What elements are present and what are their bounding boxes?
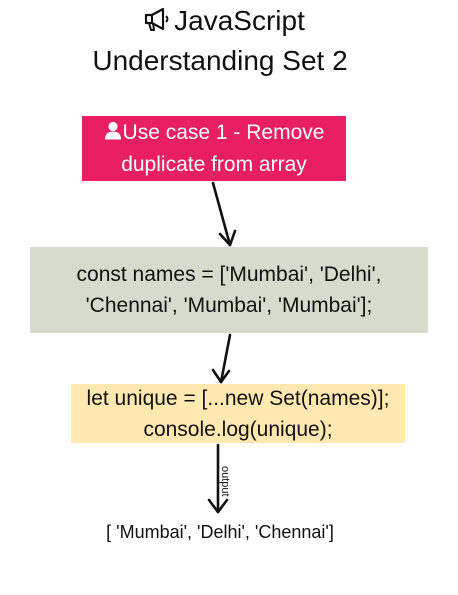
use-case-box: Use case 1 - Remove duplicate from array (82, 116, 346, 181)
arrow-unique-to-output (207, 443, 229, 514)
use-case-line-2: duplicate from array (121, 153, 307, 176)
use-case-line-1: Use case 1 - Remove (104, 117, 325, 149)
title-line-1: JavaScript (4, 5, 444, 39)
output-label: output (219, 466, 231, 497)
names-code-line-2: 'Chennai', 'Mumbai', 'Mumbai']; (85, 294, 373, 317)
unique-code-line-1: let unique = [...new Set(names)]; (86, 386, 390, 410)
names-code-line-1: const names = ['Mumbai', 'Delhi', (76, 263, 382, 286)
unique-code-box: let unique = [...new Set(names)]; consol… (71, 384, 405, 443)
arrow-names-to-unique (211, 333, 232, 384)
output-result-text: [ 'Mumbai', 'Delhi', 'Chennai'] (106, 522, 334, 542)
megaphone-icon (143, 6, 173, 39)
title-text-1: JavaScript (174, 5, 305, 36)
names-code-box: const names = ['Mumbai', 'Delhi', 'Chenn… (30, 247, 428, 333)
user-icon (104, 118, 122, 149)
use-case-text-1: Use case 1 - Remove (122, 121, 325, 144)
title-line-2: Understanding Set 2 (92, 45, 348, 76)
arrow-usecase-to-names (211, 181, 237, 247)
unique-code-line-2: console.log(unique); (143, 417, 333, 441)
